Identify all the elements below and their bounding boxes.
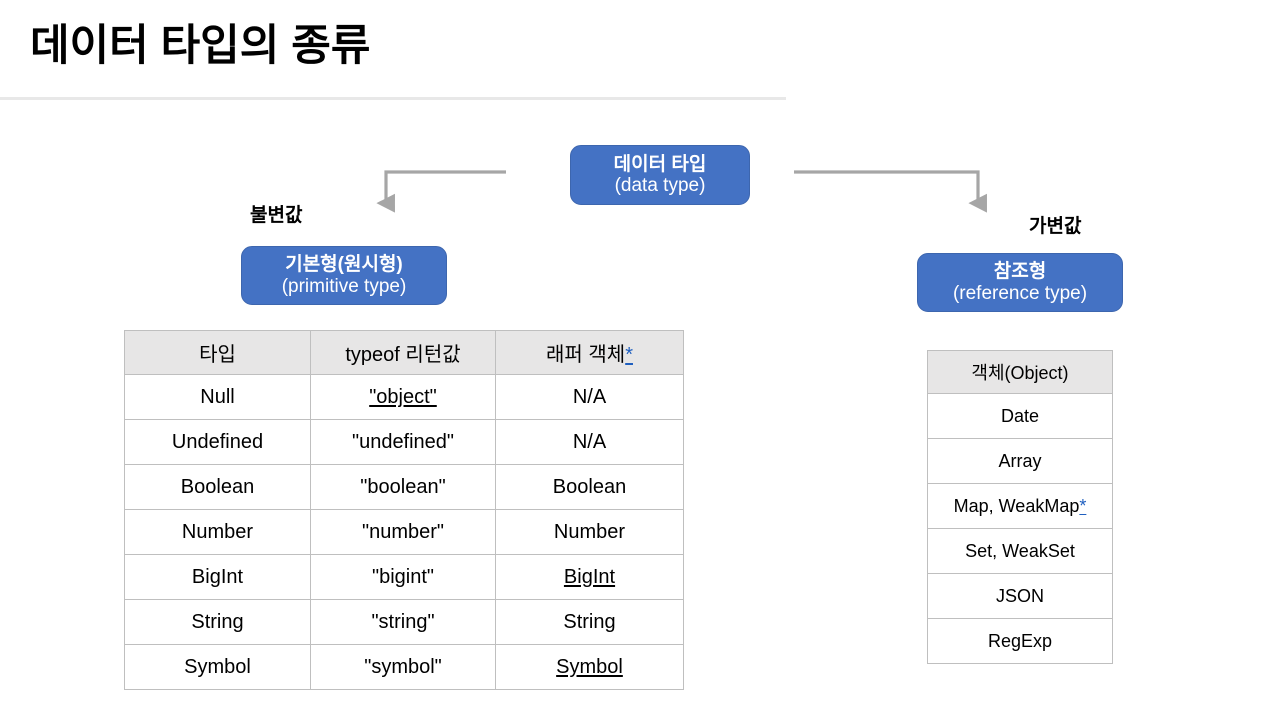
table-row: RegExp (927, 618, 1113, 664)
cell-wrapper-object: N/A (495, 419, 684, 465)
primitive-type-box-line2: (primitive type) (281, 275, 407, 297)
object-type-label: RegExp (987, 630, 1053, 651)
table-row: JSON (927, 573, 1113, 619)
cell-type: Symbol (124, 644, 311, 690)
table-row: String "string" String (124, 599, 684, 645)
column-header-typeof: typeof 리턴값 (310, 330, 496, 375)
table-row: BigInt "bigint" BigInt (124, 554, 684, 600)
column-header-wrapper: 래퍼 객체* (495, 330, 684, 375)
immutable-label: 불변값 (250, 205, 303, 226)
typeof-text: "undefined" (351, 430, 455, 453)
table-row: Map, WeakMap* (927, 483, 1113, 529)
connector-root-to-primitive (376, 170, 506, 213)
footnote-asterisk-wrapper[interactable]: * (625, 344, 633, 366)
table-row: Date (927, 393, 1113, 439)
cell-wrapper-object[interactable]: BigInt (495, 554, 684, 600)
cell-type: Boolean (124, 464, 311, 510)
wrapper-link[interactable]: Symbol (556, 655, 623, 678)
wrapper-link[interactable]: BigInt (563, 565, 616, 588)
table-row: Set, WeakSet (927, 528, 1113, 574)
cell-typeof: "symbol" (310, 644, 496, 690)
data-type-box[interactable]: 데이터 타입 (data type) (570, 145, 750, 205)
typeof-link[interactable]: "object" (369, 385, 437, 408)
cell-type: BigInt (124, 554, 311, 600)
typeof-text: "number" (361, 520, 444, 543)
mutable-label: 가변값 (1029, 216, 1082, 237)
data-type-box-line1: 데이터 타입 (613, 153, 707, 175)
cell-object-type: RegExp (927, 618, 1113, 664)
reference-type-box-line1: 참조형 (993, 261, 1047, 283)
table-row: Number "number" Number (124, 509, 684, 555)
column-header-object: 객체(Object) (927, 350, 1113, 394)
table-row: Boolean "boolean" Boolean (124, 464, 684, 510)
primitive-type-box[interactable]: 기본형(원시형) (primitive type) (241, 246, 447, 305)
cell-object-type: Array (927, 438, 1113, 484)
wrapper-text: String (563, 610, 616, 633)
reference-type-box[interactable]: 참조형 (reference type) (917, 253, 1123, 312)
footnote-asterisk-object[interactable]: * (1079, 495, 1087, 516)
table-row: Null "object" N/A (124, 374, 684, 420)
table-row: Symbol "symbol" Symbol (124, 644, 684, 690)
column-header-type: 타입 (124, 330, 311, 375)
cell-wrapper-object: N/A (495, 374, 684, 420)
cell-wrapper-object: Boolean (495, 464, 684, 510)
typeof-text: "boolean" (360, 475, 446, 498)
table-header-row: 객체(Object) (927, 350, 1113, 394)
cell-type: Undefined (124, 419, 311, 465)
cell-type: String (124, 599, 311, 645)
reference-type-box-line2: (reference type) (952, 282, 1088, 304)
cell-type: Null (124, 374, 311, 420)
wrapper-text: N/A (572, 430, 607, 453)
object-type-label: Date (1000, 405, 1040, 426)
cell-typeof: "boolean" (310, 464, 496, 510)
cell-typeof: "undefined" (310, 419, 496, 465)
cell-object-type: Map, WeakMap* (927, 483, 1113, 529)
typeof-text: "bigint" (371, 565, 434, 588)
connector-root-to-reference (794, 170, 987, 213)
wrapper-text: N/A (572, 385, 607, 408)
cell-object-type: Set, WeakSet (927, 528, 1113, 574)
page-title: 데이터 타입의 종류 (30, 22, 371, 70)
title-divider (0, 97, 786, 100)
wrapper-text: Number (553, 520, 626, 543)
data-type-box-line2: (data type) (614, 175, 706, 196)
cell-object-type: Date (927, 393, 1113, 439)
cell-wrapper-object: String (495, 599, 684, 645)
object-type-label: Array (998, 450, 1042, 471)
table-row: Undefined "undefined" N/A (124, 419, 684, 465)
cell-object-type: JSON (927, 573, 1113, 619)
cell-typeof: "string" (310, 599, 496, 645)
object-type-label: JSON (995, 585, 1044, 606)
column-header-wrapper-text: 래퍼 객체 (546, 344, 626, 366)
cell-type: Number (124, 509, 311, 555)
typeof-text: "string" (371, 610, 435, 633)
cell-typeof: "bigint" (310, 554, 496, 600)
cell-wrapper-object[interactable]: Symbol (495, 644, 684, 690)
cell-typeof[interactable]: "object" (310, 374, 496, 420)
primitive-type-box-line1: 기본형(원시형) (285, 254, 403, 276)
table-row: Array (927, 438, 1113, 484)
cell-typeof: "number" (310, 509, 496, 555)
cell-wrapper-object: Number (495, 509, 684, 555)
object-type-label: Map, WeakMap (953, 495, 1080, 516)
object-type-label: Set, WeakSet (965, 540, 1075, 561)
typeof-text: "symbol" (364, 655, 442, 678)
table-header-row: 타입 typeof 리턴값 래퍼 객체* (124, 330, 684, 375)
wrapper-text: Boolean (552, 475, 627, 498)
